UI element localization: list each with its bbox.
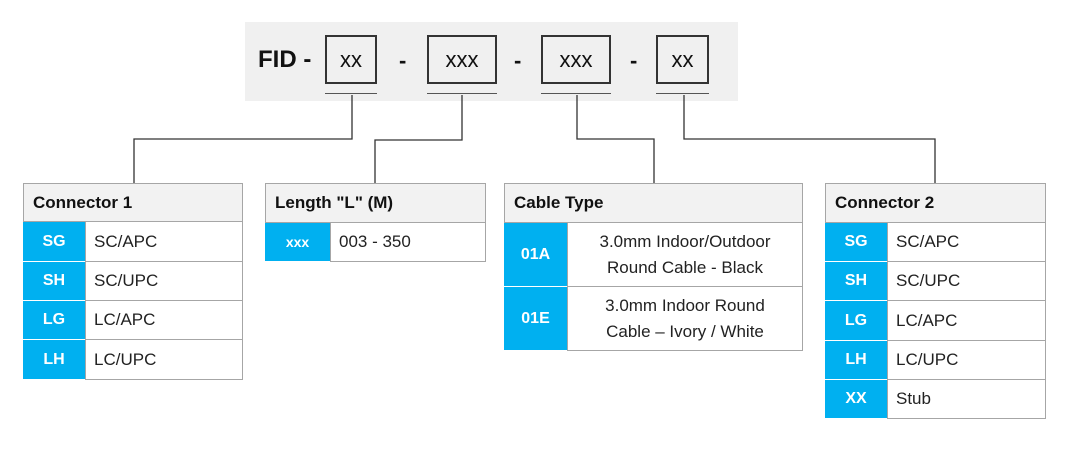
length-desc: 003 - 350	[330, 223, 486, 262]
connector1-code: SG	[23, 222, 85, 262]
connector1-code: LH	[23, 340, 85, 380]
connector1-row: SH SC/UPC	[23, 262, 243, 301]
connector2-desc: SC/APC	[887, 223, 1046, 262]
connector2-row: XX Stub	[825, 380, 1046, 419]
separator-1: -	[399, 48, 407, 73]
segment-connector1-underline	[325, 93, 377, 94]
segment-length-box: xxx	[427, 35, 497, 84]
cable-type-desc-line1: 3.0mm Indoor Round	[605, 295, 765, 315]
segment-connector1-box: xx	[325, 35, 377, 84]
connector1-row: LH LC/UPC	[23, 340, 243, 380]
length-row: xxx 003 - 350	[265, 223, 486, 262]
segment-length-underline	[427, 93, 497, 94]
connector1-row: SG SC/APC	[23, 222, 243, 262]
connector2-desc: Stub	[887, 380, 1046, 419]
length-code: xxx	[265, 223, 330, 262]
connector1-code: LG	[23, 301, 85, 340]
leader-line-cable-type	[576, 95, 655, 184]
connector2-row: LH LC/UPC	[825, 341, 1046, 380]
cable-type-desc-line1: 3.0mm Indoor/Outdoor	[599, 231, 771, 251]
connector2-code: SH	[825, 262, 887, 301]
connector1-desc: SC/APC	[85, 222, 243, 262]
cable-type-code: 01E	[504, 287, 567, 351]
cable-type-desc-line2: Cable – Ivory / White	[606, 321, 764, 341]
separator-3: -	[630, 48, 638, 73]
connector2-desc: LC/APC	[887, 301, 1046, 341]
cable-type-desc: 3.0mm Indoor/Outdoor Round Cable - Black	[567, 223, 803, 287]
leader-line-connector1	[133, 95, 353, 184]
cable-type-table: Cable Type 01A 3.0mm Indoor/Outdoor Roun…	[504, 183, 803, 351]
connector2-code: LH	[825, 341, 887, 380]
connector2-row: LG LC/APC	[825, 301, 1046, 341]
segment-cable-type-underline	[541, 93, 611, 94]
connector1-desc: SC/UPC	[85, 262, 243, 301]
connector2-code: LG	[825, 301, 887, 341]
connector2-row: SG SC/APC	[825, 223, 1046, 262]
segment-connector2-box: xx	[656, 35, 709, 84]
segment-connector2-underline	[656, 93, 709, 94]
fid-prefix: FID -	[258, 46, 312, 73]
leader-line-length	[374, 95, 463, 184]
connector2-desc: LC/UPC	[887, 341, 1046, 380]
connector2-row: SH SC/UPC	[825, 262, 1046, 301]
connector2-code: XX	[825, 380, 887, 419]
connector1-table: Connector 1 SG SC/APC SH SC/UPC LG LC/AP…	[23, 183, 243, 380]
cable-type-code: 01A	[504, 223, 567, 287]
connector1-desc: LC/UPC	[85, 340, 243, 380]
cable-type-desc: 3.0mm Indoor Round Cable – Ivory / White	[567, 287, 803, 351]
connector2-table: Connector 2 SG SC/APC SH SC/UPC LG LC/AP…	[825, 183, 1046, 419]
cable-type-row: 01E 3.0mm Indoor Round Cable – Ivory / W…	[504, 287, 803, 351]
connector1-row: LG LC/APC	[23, 301, 243, 340]
connector1-code: SH	[23, 262, 85, 301]
segment-cable-type-box: xxx	[541, 35, 611, 84]
length-title: Length "L" (M)	[265, 183, 486, 223]
connector2-title: Connector 2	[825, 183, 1046, 223]
connector1-title: Connector 1	[23, 183, 243, 222]
separator-2: -	[514, 48, 522, 73]
cable-type-desc-line2: Round Cable - Black	[607, 257, 763, 277]
cable-type-row: 01A 3.0mm Indoor/Outdoor Round Cable - B…	[504, 223, 803, 287]
length-table: Length "L" (M) xxx 003 - 350	[265, 183, 486, 262]
leader-line-connector2	[683, 95, 936, 184]
connector2-desc: SC/UPC	[887, 262, 1046, 301]
connector1-desc: LC/APC	[85, 301, 243, 340]
connector2-code: SG	[825, 223, 887, 262]
cable-type-title: Cable Type	[504, 183, 803, 223]
